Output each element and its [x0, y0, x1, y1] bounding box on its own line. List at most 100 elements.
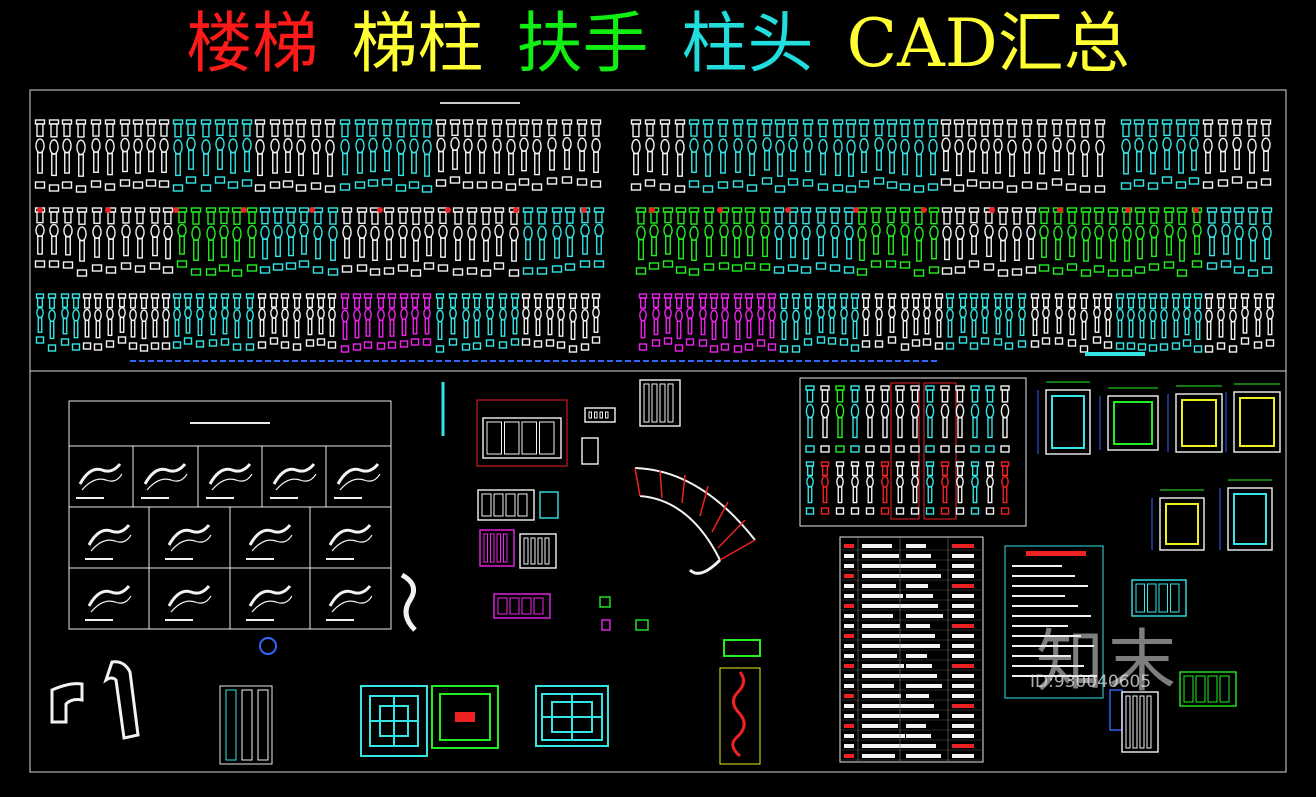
- baluster-icon: [580, 293, 590, 351]
- baluster-icon: [985, 461, 995, 515]
- baluster-icon: [927, 119, 939, 191]
- baluster-icon: [119, 119, 131, 187]
- baluster-icon: [787, 207, 799, 272]
- baluster-icon: [885, 207, 897, 268]
- baluster-icon: [1202, 119, 1214, 189]
- baluster-icon: [685, 293, 695, 346]
- baluster-icon: [1175, 119, 1187, 189]
- handrail-icon: [85, 524, 132, 560]
- baluster-icon: [900, 293, 910, 351]
- cap-panels: [1037, 381, 1281, 551]
- baluster-icon: [437, 207, 449, 272]
- baluster-icon: [887, 293, 897, 344]
- baluster-icon: [480, 207, 492, 277]
- baluster-icon: [214, 119, 226, 184]
- baluster-icon: [1011, 207, 1023, 276]
- baluster-icon: [815, 207, 827, 270]
- handrail-icon: [400, 572, 417, 632]
- handrail-icon: [206, 463, 253, 499]
- baluster-icon: [874, 293, 884, 348]
- baluster-icon: [1079, 119, 1091, 193]
- baluster-icon: [545, 293, 555, 347]
- baluster-icon: [1006, 119, 1018, 193]
- baluster-icon: [498, 293, 508, 349]
- baluster-icon: [185, 119, 197, 184]
- baluster-icon: [476, 119, 488, 189]
- detail-block: [601, 619, 611, 631]
- baluster-icon: [272, 207, 284, 271]
- baluster-icon: [259, 207, 271, 274]
- baluster-icon: [1107, 207, 1119, 277]
- baluster-icon: [257, 293, 267, 349]
- baluster-icon: [295, 119, 307, 192]
- detail-block: [539, 491, 559, 519]
- baluster-icon: [61, 119, 73, 189]
- baluster-icon: [521, 293, 531, 346]
- baluster-icon: [850, 385, 860, 453]
- baluster-icon: [472, 293, 482, 350]
- handrail-icon: [326, 524, 373, 560]
- baluster-icon: [387, 293, 397, 349]
- baluster-icon: [779, 293, 789, 353]
- baluster-icon: [805, 385, 815, 453]
- baluster-icon: [493, 207, 505, 270]
- baluster-icon: [76, 207, 88, 277]
- baluster-icon: [1148, 293, 1158, 352]
- baluster-icon: [1206, 207, 1218, 270]
- detail-block: [493, 593, 551, 619]
- baluster-icon: [145, 119, 157, 187]
- baluster-icon: [941, 207, 953, 275]
- detail-blocks: [259, 379, 1237, 753]
- baluster-icon: [1134, 207, 1146, 274]
- baluster-icon: [82, 293, 92, 350]
- baluster-icon: [505, 119, 517, 191]
- baluster-icon: [958, 293, 968, 344]
- baluster-icon: [1133, 119, 1145, 187]
- baluster-icon: [787, 119, 799, 186]
- detail-block: [479, 529, 515, 567]
- baluster-icon: [940, 385, 950, 453]
- baluster-icon: [280, 293, 290, 349]
- detail-block: [639, 379, 681, 427]
- baluster-icon: [485, 293, 495, 347]
- baluster-icon: [556, 293, 566, 349]
- detail-block: [581, 437, 599, 465]
- baluster-icon: [149, 207, 161, 270]
- baluster-icon: [241, 119, 253, 187]
- baluster-icon: [161, 293, 171, 350]
- baluster-icon: [591, 293, 601, 344]
- newel-cap-icon: [1225, 383, 1281, 453]
- baluster-icon: [1220, 207, 1232, 268]
- baluster-icon: [71, 293, 81, 351]
- baluster-icon: [422, 293, 432, 346]
- baluster-icon: [820, 461, 830, 515]
- baluster-icon: [220, 293, 230, 346]
- baluster-icon: [60, 293, 70, 346]
- baluster-icon: [1253, 293, 1263, 349]
- baluster-icon: [861, 293, 871, 348]
- detail-block: [477, 489, 535, 521]
- baluster-icon: [218, 207, 230, 272]
- baluster-icon: [985, 385, 995, 453]
- baluster-icon: [200, 119, 212, 192]
- baluster-icon: [913, 207, 925, 277]
- baluster-icon: [1247, 207, 1259, 277]
- notes-rows: [1012, 565, 1097, 677]
- baluster-icon: [953, 119, 965, 192]
- baluster-icon: [231, 207, 243, 277]
- baluster-icon: [341, 207, 353, 273]
- baluster-icon: [1067, 293, 1077, 347]
- handrail-icon: [76, 463, 123, 499]
- baluster-icon: [674, 119, 686, 193]
- baluster-icon: [352, 293, 362, 351]
- title-part-handrail: 扶手: [516, 5, 649, 82]
- notes-heading: [1026, 551, 1086, 556]
- baluster-icon: [688, 207, 700, 276]
- baluster-icon: [533, 293, 543, 348]
- baluster-icon: [791, 293, 801, 353]
- baluster-icon: [945, 293, 955, 350]
- baluster-icon: [367, 119, 379, 187]
- baluster-icon: [461, 293, 471, 351]
- baluster-icon: [870, 207, 882, 268]
- handrail-icon: [334, 463, 381, 499]
